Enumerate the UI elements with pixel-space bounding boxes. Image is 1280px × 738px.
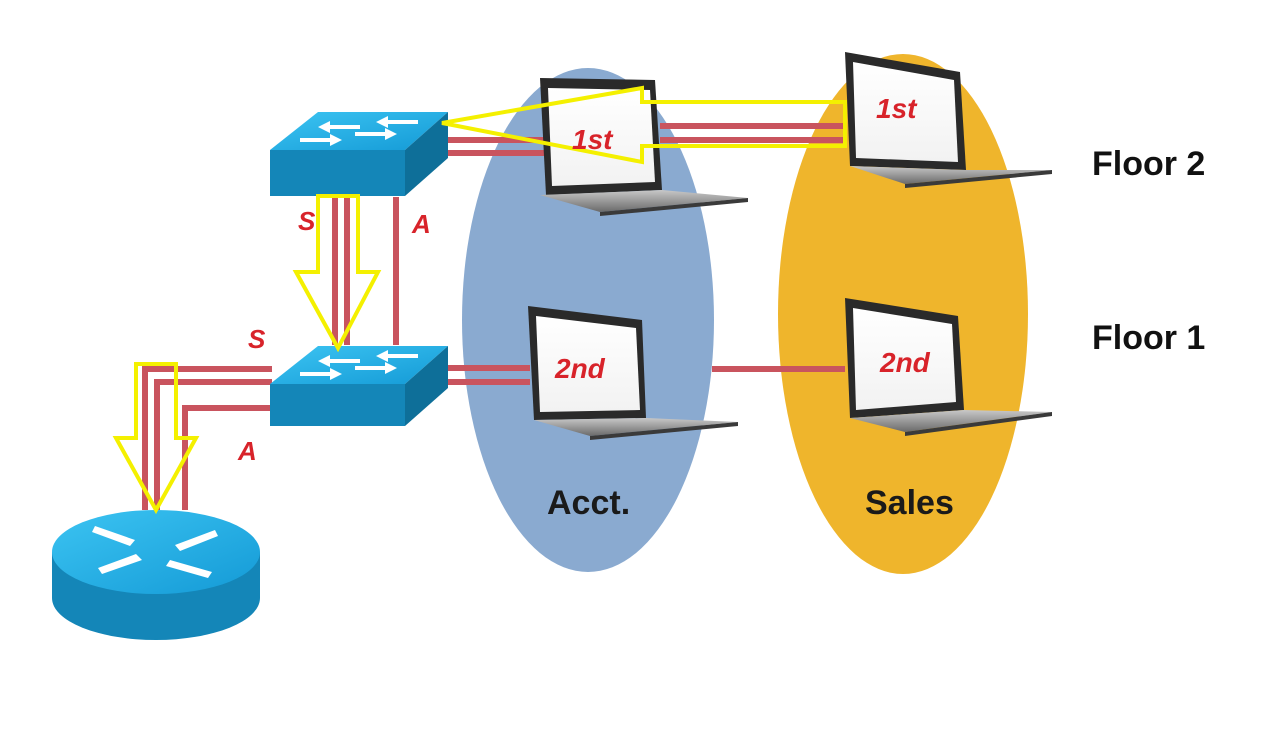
laptop-sales-floor2-label: 1st bbox=[876, 93, 918, 124]
upper-switch-a-label: A bbox=[411, 209, 431, 239]
arrow-icon bbox=[292, 194, 382, 353]
laptop-sales-floor1 bbox=[845, 298, 1052, 436]
floor-2-label: Floor 2 bbox=[1092, 145, 1205, 183]
acct-group-label: Acct. bbox=[547, 484, 630, 522]
upper-switch-icon bbox=[270, 112, 448, 196]
laptop-acct-floor2-label: 1st bbox=[572, 124, 614, 155]
floor-1-label: Floor 1 bbox=[1092, 319, 1205, 357]
arrow-icon bbox=[441, 85, 847, 165]
laptop-acct-floor1 bbox=[528, 306, 738, 440]
router-icon bbox=[52, 510, 260, 640]
laptop-acct-floor1-label: 2nd bbox=[554, 353, 606, 384]
lower-switch-s-label: S bbox=[248, 324, 266, 354]
laptop-sales-floor1-label: 2nd bbox=[879, 347, 931, 378]
laptop-sales-floor2 bbox=[845, 52, 1052, 188]
upper-switch-s-label: S bbox=[298, 206, 316, 236]
lower-switch-a-label: A bbox=[237, 436, 257, 466]
laptop-acct-floor2 bbox=[540, 78, 748, 216]
lower-switch-icon bbox=[270, 346, 448, 426]
arrow-icon bbox=[112, 362, 200, 515]
sales-group-label: Sales bbox=[865, 484, 954, 522]
